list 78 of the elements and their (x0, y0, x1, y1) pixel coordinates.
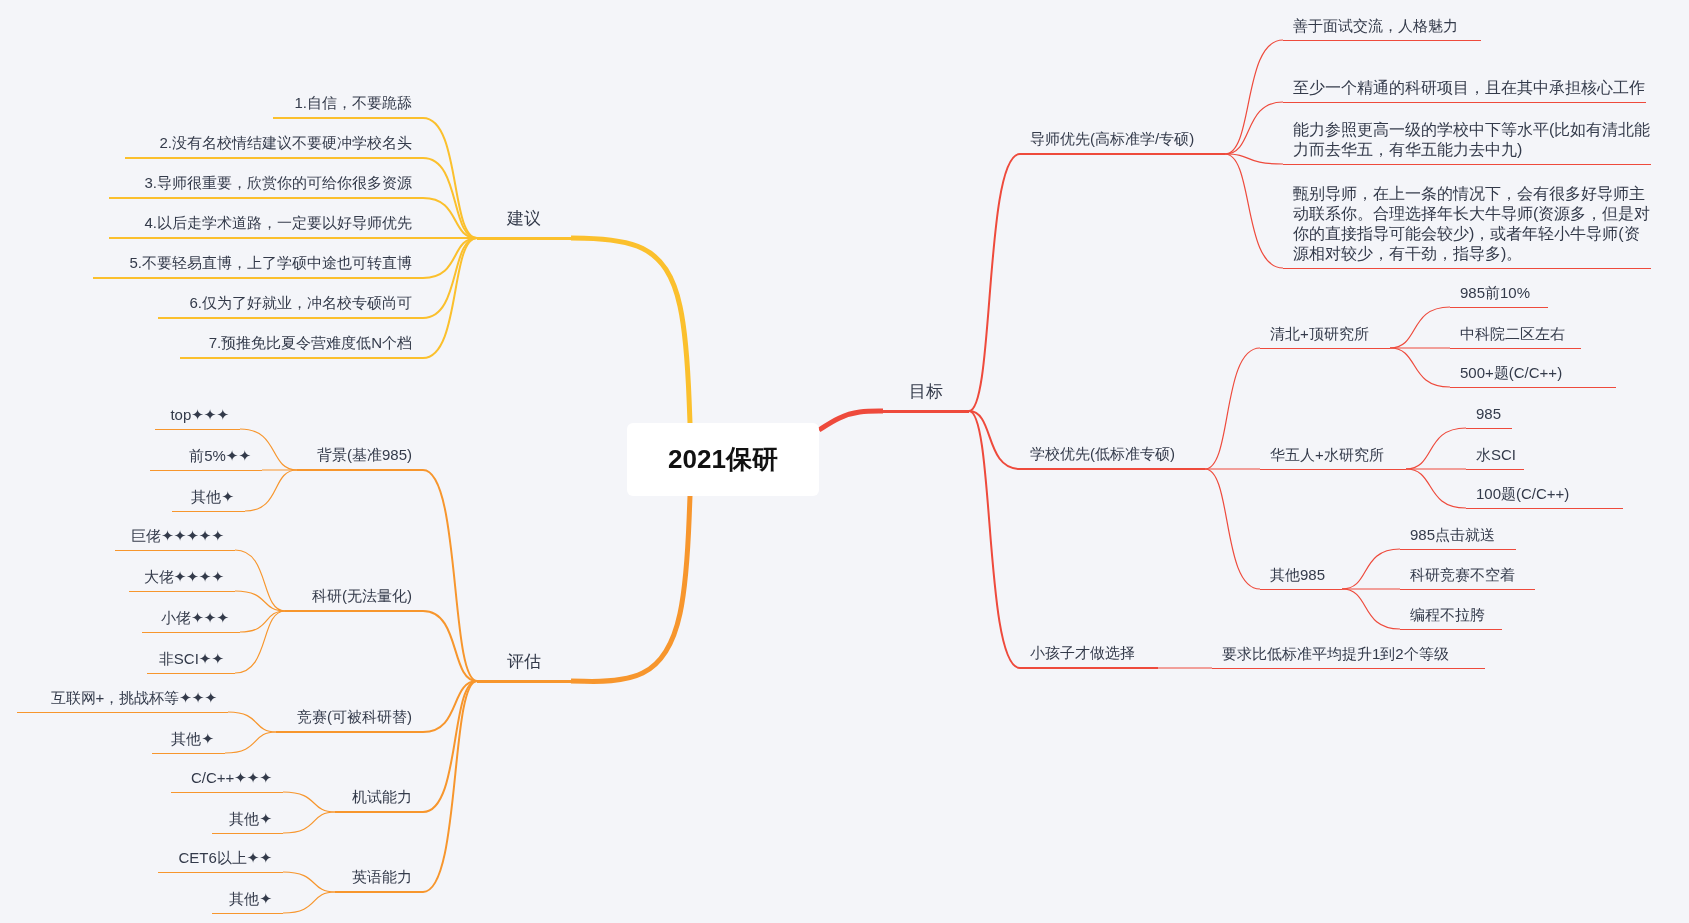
subtopic: 编程不拉胯 (1400, 604, 1502, 630)
subtopic: 互联网+，挑战杯等✦✦✦ (17, 687, 228, 713)
subtopic: 水SCI (1466, 444, 1524, 470)
subtopic: 5.不要轻易直博，上了学硕中途也可转直博 (93, 253, 423, 279)
branch-line (224, 731, 277, 754)
branch-line (1389, 347, 1451, 349)
subtopic: 英语能力 (335, 867, 423, 893)
branch-line (968, 410, 1021, 470)
subtopic: 其他✦ (212, 808, 283, 834)
subtopic: 其他985 (1260, 564, 1342, 590)
branch-line (1341, 588, 1401, 630)
branch-line (1224, 153, 1284, 269)
subtopic: 985 (1466, 403, 1512, 429)
subtopic: 机试能力 (335, 787, 423, 813)
branch-line (261, 469, 298, 471)
branch-line (1405, 468, 1467, 470)
subtopic: 1.自信，不要跪舔 (273, 93, 423, 119)
subtopic: 大佬✦✦✦✦ (129, 566, 235, 592)
subtopic: 985点击就送 (1400, 524, 1516, 550)
subtopic: 至少一个精通的科研项目，且在其中承担核心工作 (1283, 77, 1646, 103)
subtopic: 100题(C/C++) (1466, 483, 1623, 509)
branch-line (570, 495, 693, 684)
branch-line (1341, 588, 1401, 590)
subtopic: 科研竞赛不空着 (1400, 564, 1535, 590)
subtopic: 导师优先(高标准学/专硕) (1020, 129, 1225, 155)
subtopic: 其他✦ (212, 888, 283, 914)
branch-topic: 目标 (883, 381, 969, 413)
branch-line (1405, 468, 1467, 509)
subtopic: top✦✦✦ (155, 404, 240, 430)
subtopic: CET6以上✦✦ (158, 847, 283, 873)
branch-line (234, 610, 286, 674)
subtopic: 甄别导师，在上一条的情况下，会有很多好导师主动联系你。合理选择年长大牛导师(资源多，但是对你的直接指导可能会较少)，或者年轻小牛导师(资源相对较少，有干劲，指导多)。 (1283, 183, 1651, 269)
subtopic: 4.以后走学术道路，一定要以好导师优先 (109, 213, 423, 239)
subtopic: 华五人+水研究所 (1260, 444, 1406, 470)
subtopic: 学校优先(低标准专硕) (1020, 444, 1205, 470)
branch-line (422, 469, 478, 682)
branch-topic: 评估 (477, 651, 571, 683)
branch-line (282, 891, 336, 914)
branch-line (282, 811, 336, 834)
subtopic: 985前10% (1450, 282, 1548, 308)
subtopic: 7.预推免比夏令营难度低N个档 (180, 333, 423, 359)
subtopic: 小佬✦✦✦ (142, 607, 240, 633)
subtopic: 要求比低标准平均提升1到2个等级 (1212, 643, 1485, 669)
subtopic: C/C++✦✦✦ (171, 767, 283, 793)
subtopic: 6.仅为了好就业，冲名校专硕尚可 (158, 293, 423, 319)
branch-line (817, 408, 883, 433)
subtopic: 能力参照更高一级的学校中下等水平(比如有清北能力而去华五，有华五能力去中九) (1283, 119, 1651, 165)
branch-line (422, 117, 478, 239)
subtopic: 竞赛(可被科研替) (276, 707, 423, 733)
branch-line (1224, 153, 1284, 165)
branch-line (422, 680, 478, 813)
subtopic: 前5%✦✦ (150, 445, 262, 471)
branch-line (1389, 347, 1451, 388)
branch-line (422, 237, 478, 359)
subtopic: 中科院二区左右 (1450, 323, 1581, 349)
subtopic: 3.导师很重要，欣赏你的可给你很多资源 (109, 173, 423, 199)
subtopic: 巨佬✦✦✦✦✦ (115, 525, 235, 551)
subtopic: 非SCI✦✦ (147, 648, 235, 674)
subtopic: 清北+顶研究所 (1260, 323, 1390, 349)
subtopic: 其他✦ (152, 728, 225, 754)
branch-line (968, 153, 1021, 412)
subtopic: 善于面试交流，人格魅力 (1283, 15, 1481, 41)
branch-line (1157, 667, 1213, 669)
subtopic: 2.没有名校情结建议不要硬冲学校名头 (125, 133, 423, 159)
branch-line (570, 235, 693, 424)
subtopic: 背景(基准985) (297, 445, 423, 471)
branch-line (422, 680, 478, 893)
subtopic: 500+题(C/C++) (1450, 362, 1616, 388)
subtopic: 科研(无法量化) (285, 586, 423, 612)
branch-line (244, 469, 298, 512)
branch-line (1204, 468, 1261, 470)
subtopic: 小孩子才做选择 (1020, 643, 1158, 669)
subtopic: 其他✦ (172, 486, 245, 512)
branch-line (968, 410, 1021, 669)
central-topic: 2021保研 (627, 423, 819, 496)
branch-line (239, 610, 286, 633)
branch-topic: 建议 (477, 208, 571, 240)
branch-line (1204, 468, 1261, 590)
